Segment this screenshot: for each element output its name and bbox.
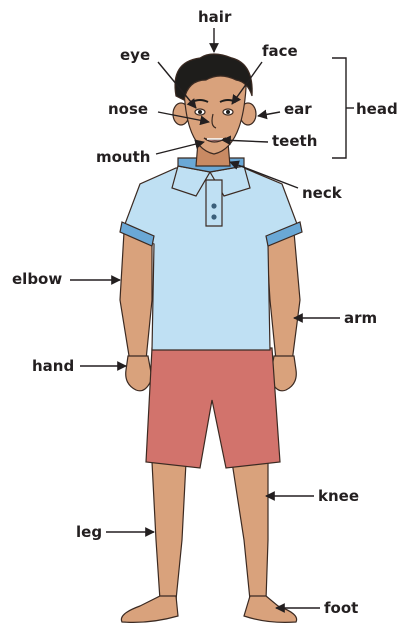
right-foot: [244, 596, 297, 622]
legs: [121, 462, 296, 622]
head-bracket: [332, 58, 346, 158]
label-ear: ear: [284, 100, 312, 118]
label-knee: knee: [318, 487, 359, 505]
label-teeth: teeth: [272, 132, 317, 150]
label-arm: arm: [344, 309, 377, 327]
label-head: head: [356, 100, 398, 118]
label-foot: foot: [324, 599, 358, 617]
arrow-ear: [258, 112, 280, 116]
label-elbow: elbow: [12, 270, 62, 288]
label-neck: neck: [302, 184, 342, 202]
label-mouth: mouth: [96, 148, 150, 166]
label-leg: leg: [76, 523, 102, 541]
label-face: face: [262, 42, 298, 60]
head: [173, 54, 256, 154]
label-hair: hair: [198, 8, 231, 26]
shorts: [146, 348, 280, 468]
label-hand: hand: [32, 357, 74, 375]
left-hand: [126, 356, 152, 391]
left-foot: [121, 596, 178, 622]
label-eye: eye: [120, 46, 150, 64]
label-nose: nose: [108, 100, 148, 118]
